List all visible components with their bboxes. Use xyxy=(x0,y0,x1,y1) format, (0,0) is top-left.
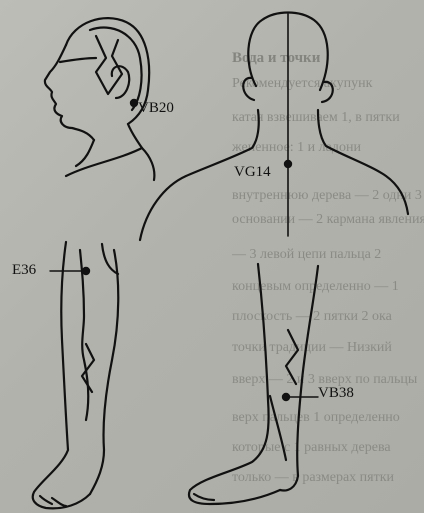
point-e36-marker xyxy=(82,267,90,275)
leg-back-view xyxy=(189,264,318,504)
point-vg14-label: VG14 xyxy=(234,165,271,180)
point-leaders xyxy=(50,271,318,397)
torso-back-view xyxy=(140,13,408,241)
leg-front-view xyxy=(33,242,119,508)
point-vb20-marker xyxy=(130,99,138,107)
point-e36-label: E36 xyxy=(12,263,36,278)
point-vb38-label: VB38 xyxy=(318,386,354,401)
point-vg14-marker xyxy=(284,160,292,168)
point-vb38-marker xyxy=(282,393,290,401)
point-vb20-label: VB20 xyxy=(138,101,174,116)
